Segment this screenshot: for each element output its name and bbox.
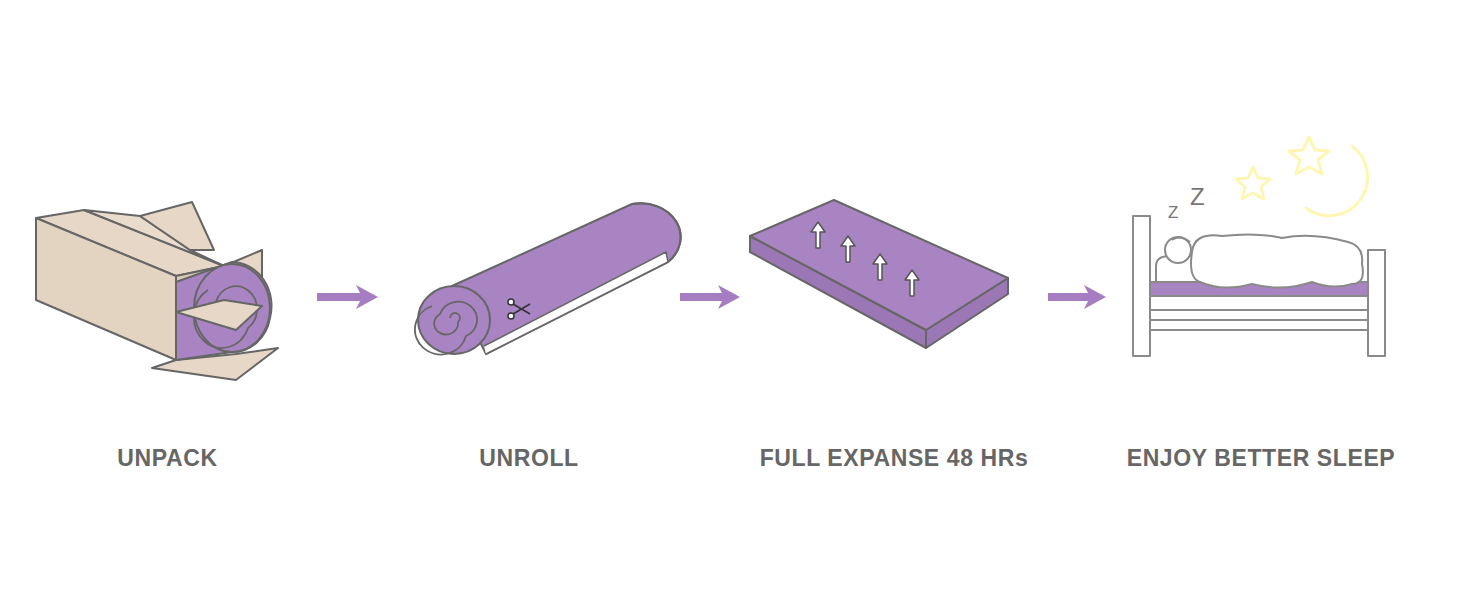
bed-illustration xyxy=(1133,216,1385,356)
step-panel: FULL EXPANSE 48 HRs xyxy=(748,190,1040,472)
scissors-icon xyxy=(508,299,530,319)
carton-illustration xyxy=(36,202,278,380)
step-label: UNPACK xyxy=(26,445,309,472)
roll-illustration xyxy=(415,203,681,354)
expand-arrows xyxy=(811,222,919,296)
step-label: ENJOY BETTER SLEEP xyxy=(1114,445,1408,472)
sleep-z: Z xyxy=(1168,204,1178,221)
step-label: FULL EXPANSE 48 HRs xyxy=(748,445,1040,472)
step-panel: UNROLL xyxy=(386,190,672,472)
night-sky xyxy=(1236,137,1368,216)
flow-arrow xyxy=(1048,285,1106,309)
step-panel: UNPACK xyxy=(26,190,309,472)
step-label: UNROLL xyxy=(386,445,672,472)
mattress-illustration xyxy=(750,200,1008,348)
flow-arrow xyxy=(680,285,740,309)
sleep-z: Z xyxy=(1190,185,1205,209)
step-panel: ENJOY BETTER SLEEP xyxy=(1114,190,1408,472)
flow-arrow xyxy=(317,285,378,309)
